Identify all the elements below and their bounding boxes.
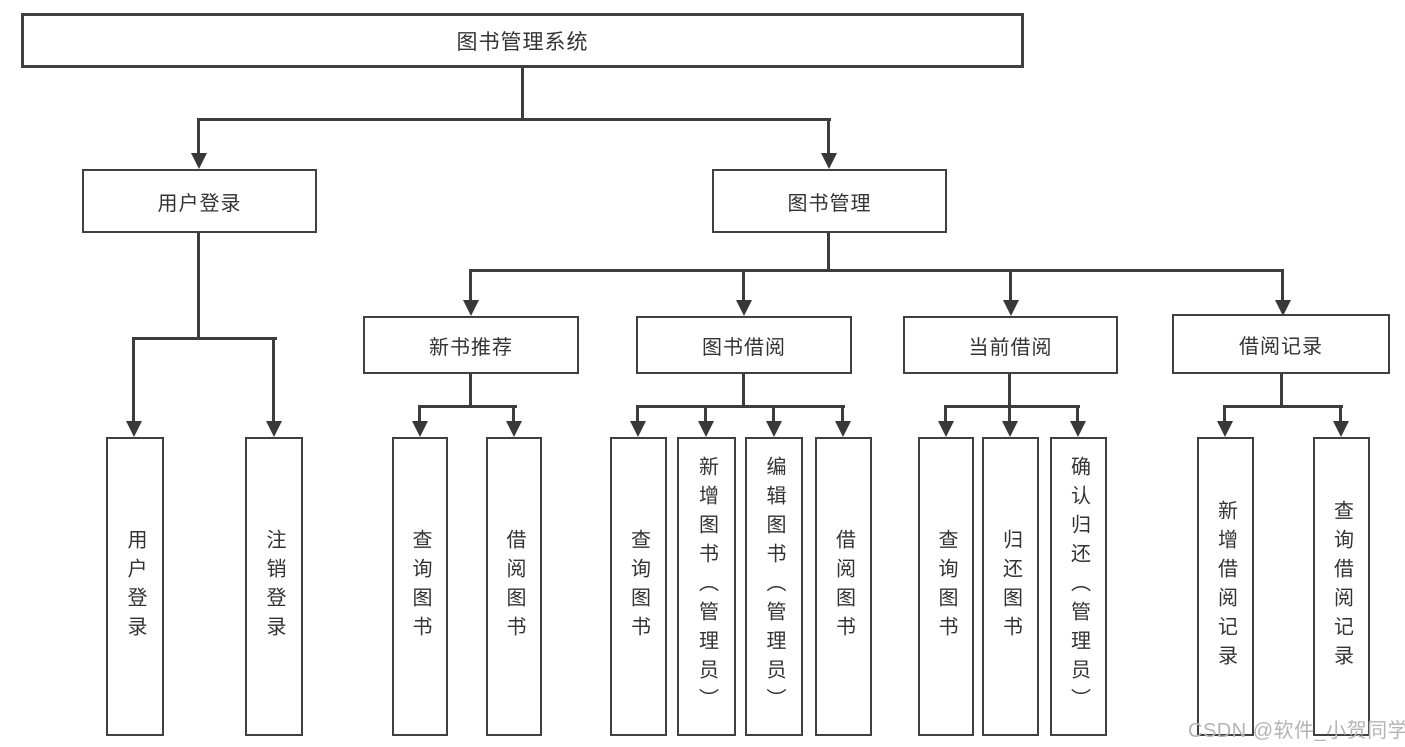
connector-book-management-feed [827,233,830,271]
arrowhead-icon [1217,421,1233,437]
node-current-borrow: 当前借阅 [903,316,1118,374]
arrowhead-icon [736,300,752,316]
leaf-user-login: 用户登录 [106,437,164,736]
arrowhead-icon [766,421,782,437]
node-book-management: 图书管理 [712,169,947,233]
node-root-system: 图书管理系统 [21,13,1024,68]
connector-drop-book-management [827,118,830,155]
node-borrow-records: 借阅记录 [1172,314,1390,374]
leaf-query-books-borrow: 查询图书 [610,437,667,736]
arrowhead-icon [463,300,479,316]
arrowhead-icon [1002,421,1018,437]
leaf-query-borrow-record: 查询借阅记录 [1313,437,1370,736]
connector-drop-new-book [469,269,472,302]
arrowhead-icon [1275,300,1291,316]
arrowhead-icon [630,421,646,437]
arrowhead-icon [412,421,428,437]
leaf-label: 查询借阅记录 [1330,499,1353,674]
connector-drop-current-borrow [1009,269,1012,302]
connector-user-login-feed [197,233,200,340]
connector-level1-bus [198,118,831,121]
connector-drop [944,405,947,423]
connector-borrow-records-feed [1280,374,1283,407]
connector-drop-user-login [197,118,200,155]
leaf-label: 注销登录 [263,528,285,645]
node-book-borrow: 图书借阅 [636,316,852,374]
arrowhead-icon [1070,421,1086,437]
connector-drop [636,405,639,423]
leaf-label: 查询图书 [409,528,431,645]
connector-drop [704,405,707,423]
arrowhead-icon [1333,421,1349,437]
connector-new-book-feed [469,374,472,407]
connector-drop [1223,405,1226,423]
leaf-add-borrow-record: 新增借阅记录 [1197,437,1254,736]
connector-drop-leaf-logout [272,337,275,423]
connector-drop [512,405,515,423]
leaf-edit-books-admin: 编辑图书（管理员） [745,437,803,736]
connector-drop [1076,405,1079,423]
connector-drop-leaf-login [132,337,135,423]
connector-book-borrow-feed [742,374,745,407]
connector-drop-book-borrow [742,269,745,302]
leaf-return-books: 归还图书 [982,437,1039,736]
leaf-label: 新增图书（管理员） [695,456,718,717]
connector-current-borrow-feed [1008,374,1011,407]
connector-new-book-bus [418,405,517,408]
connector-drop [772,405,775,423]
leaf-label: 编辑图书（管理员） [763,456,785,717]
leaf-label: 用户登录 [124,528,146,645]
connector-drop [1008,405,1011,423]
arrowhead-icon [821,153,837,169]
leaf-label: 归还图书 [999,528,1022,645]
connector-borrow-records-bus [1223,405,1343,408]
arrowhead-icon [126,421,142,437]
leaf-label: 借阅图书 [503,528,525,645]
leaf-query-books-recommend: 查询图书 [392,437,448,736]
leaf-label: 借阅图书 [832,528,855,645]
connector-root-feed [521,68,524,120]
connector-drop-borrow-records [1281,269,1284,302]
arrowhead-icon [506,421,522,437]
leaf-logout: 注销登录 [245,437,303,736]
leaf-label: 新增借阅记录 [1214,499,1237,674]
arrowhead-icon [266,421,282,437]
connector-level2-bus [469,269,1284,272]
connector-drop [1339,405,1342,423]
leaf-label: 查询图书 [627,528,650,645]
node-new-book-recommend: 新书推荐 [363,316,579,374]
arrowhead-icon [835,421,851,437]
leaf-borrow-books-recommend: 借阅图书 [486,437,542,736]
connector-current-borrow-bus [944,405,1080,408]
leaf-label: 确认归还（管理员） [1067,456,1090,717]
connector-book-borrow-bus [636,405,845,408]
csdn-watermark: CSDN @软件_小贺同学 [1188,720,1405,742]
connector-user-login-bus [132,337,277,340]
connector-drop [418,405,421,423]
node-user-login: 用户登录 [82,169,317,233]
arrowhead-icon [938,421,954,437]
arrowhead-icon [1003,300,1019,316]
connector-drop [841,405,844,423]
arrowhead-icon [698,421,714,437]
arrowhead-icon [191,153,207,169]
leaf-query-books-current: 查询图书 [918,437,974,736]
leaf-borrow-books: 借阅图书 [815,437,872,736]
leaf-confirm-return-admin: 确认归还（管理员） [1050,437,1107,736]
leaf-add-books-admin: 新增图书（管理员） [677,437,736,736]
leaf-label: 查询图书 [935,528,957,645]
